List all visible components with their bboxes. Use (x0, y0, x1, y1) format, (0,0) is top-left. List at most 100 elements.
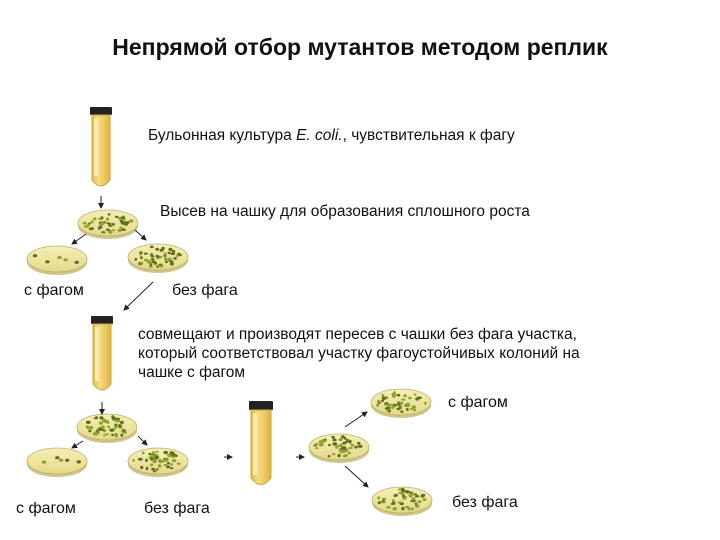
label-without-phage-3: без фага (452, 494, 518, 511)
colony (55, 456, 60, 460)
colony (401, 506, 405, 511)
colony (126, 221, 130, 224)
label-with-phage-1: с фагом (24, 282, 84, 299)
colony (356, 441, 361, 445)
colony (171, 459, 177, 463)
colony (152, 470, 157, 473)
colony (157, 464, 162, 468)
colony (97, 427, 102, 431)
colony (168, 247, 173, 252)
colony (397, 402, 400, 406)
colony (159, 255, 163, 259)
colony (399, 401, 404, 405)
colony (98, 421, 104, 425)
colony (332, 438, 337, 442)
colony (139, 251, 143, 254)
colony (407, 507, 411, 511)
colony (128, 219, 134, 223)
colony (401, 489, 405, 493)
culture-species: E. coli. (296, 127, 343, 144)
transfer-line-2: который соответствовал участку фагоустой… (138, 345, 580, 362)
colony (331, 436, 335, 439)
colony (381, 399, 384, 403)
colony (103, 433, 106, 437)
colony (151, 451, 156, 455)
colony (418, 500, 422, 504)
colony (397, 488, 402, 491)
colony (343, 436, 347, 440)
plate-initial-icon (77, 209, 139, 239)
arrow-plate-to-withoutphage (134, 229, 147, 241)
colony (121, 228, 126, 231)
colony (169, 262, 174, 266)
colony (106, 228, 110, 232)
colony (120, 433, 124, 437)
colony (404, 496, 408, 499)
colony (140, 465, 144, 470)
colony (65, 458, 70, 462)
colony (377, 399, 381, 404)
colony (354, 445, 358, 449)
colony (171, 249, 176, 254)
tube-1-icon (90, 107, 112, 187)
colony (347, 440, 352, 443)
colony (381, 396, 387, 400)
colony (154, 455, 160, 460)
colony (148, 265, 153, 268)
arrow-plate3-to-withphage (344, 411, 368, 428)
colony (321, 440, 325, 443)
colony (45, 260, 50, 264)
colony (88, 227, 92, 231)
colony (118, 216, 122, 221)
colony (390, 403, 395, 406)
colony (413, 393, 417, 396)
colony (410, 507, 414, 511)
colony (114, 423, 118, 427)
colony (106, 217, 110, 221)
colony (406, 404, 410, 407)
colony (414, 495, 420, 498)
colony (144, 258, 149, 262)
colony (32, 254, 38, 258)
colony (99, 225, 103, 229)
colony (387, 406, 391, 409)
colony (114, 434, 118, 438)
colony (107, 213, 111, 216)
colony (350, 443, 355, 447)
colony (141, 451, 145, 455)
colony (132, 459, 135, 462)
colony (146, 260, 152, 264)
colony (414, 502, 418, 505)
colony (331, 453, 336, 456)
colony (396, 407, 401, 411)
colony (155, 468, 159, 471)
colony (342, 441, 346, 445)
colony (137, 457, 143, 461)
colony (390, 406, 395, 409)
colony (101, 221, 106, 224)
colony (413, 493, 418, 496)
colony (111, 433, 114, 437)
colony (122, 431, 127, 434)
colony (402, 494, 405, 498)
label-without-phage-2: без фага (144, 500, 210, 517)
label-without-phage-1: без фага (172, 282, 238, 299)
page-title: Непрямой отбор мутантов методом реплик (112, 34, 608, 60)
colony (381, 501, 387, 504)
colony (410, 407, 415, 410)
colony (145, 466, 149, 471)
colony (394, 493, 398, 497)
colony (112, 223, 116, 226)
colony (88, 222, 91, 225)
colony (384, 402, 389, 405)
colony (422, 498, 427, 501)
colony (155, 247, 160, 251)
colony (82, 221, 87, 225)
colony (414, 504, 420, 508)
colony (404, 490, 410, 494)
colony (410, 500, 415, 503)
colony (348, 447, 353, 449)
colony (173, 257, 177, 260)
colony (149, 245, 154, 249)
colony (377, 501, 381, 505)
